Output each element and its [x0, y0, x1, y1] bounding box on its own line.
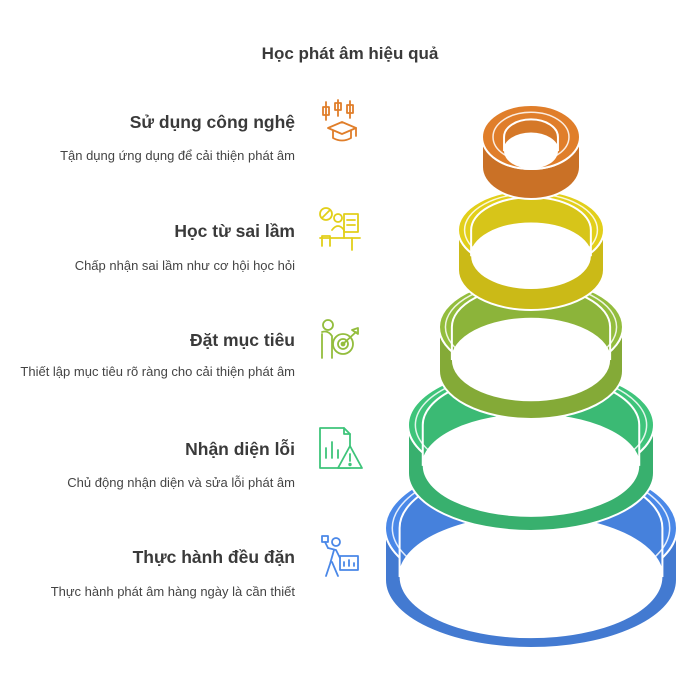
item-desc-technology: Tận dụng ứng dụng để cải thiện phát âm	[60, 148, 295, 163]
diagram-title: Học phát âm hiệu quả	[261, 44, 439, 63]
item-desc-mistakes: Chấp nhận sai lầm như cơ hội học hỏi	[74, 258, 295, 273]
ring-technology	[481, 104, 581, 200]
item-title-errors: Nhận diện lỗi	[185, 439, 295, 459]
item-title-technology: Sử dụng công nghệ	[129, 112, 295, 132]
item-title-goals: Đặt mục tiêu	[189, 330, 295, 350]
item-title-practice: Thực hành đều đặn	[132, 547, 295, 567]
ring-mistakes	[457, 189, 605, 311]
person-carrying-chart-icon	[316, 532, 364, 580]
item-desc-practice: Thực hành phát âm hàng ngày là cần thiết	[50, 584, 295, 599]
item-title-mistakes: Học từ sai lầm	[174, 221, 295, 241]
person-at-desk-icon	[316, 206, 364, 254]
ring-goals	[438, 278, 624, 420]
target-hand-icon	[316, 316, 364, 364]
candlestick-graduation-cap-icon	[316, 98, 364, 146]
item-desc-errors: Chủ động nhận diện và sửa lỗi phát âm	[67, 475, 295, 490]
document-warning-icon	[316, 424, 364, 472]
item-desc-goals: Thiết lập mục tiêu rõ ràng cho cải thiện…	[20, 364, 295, 379]
